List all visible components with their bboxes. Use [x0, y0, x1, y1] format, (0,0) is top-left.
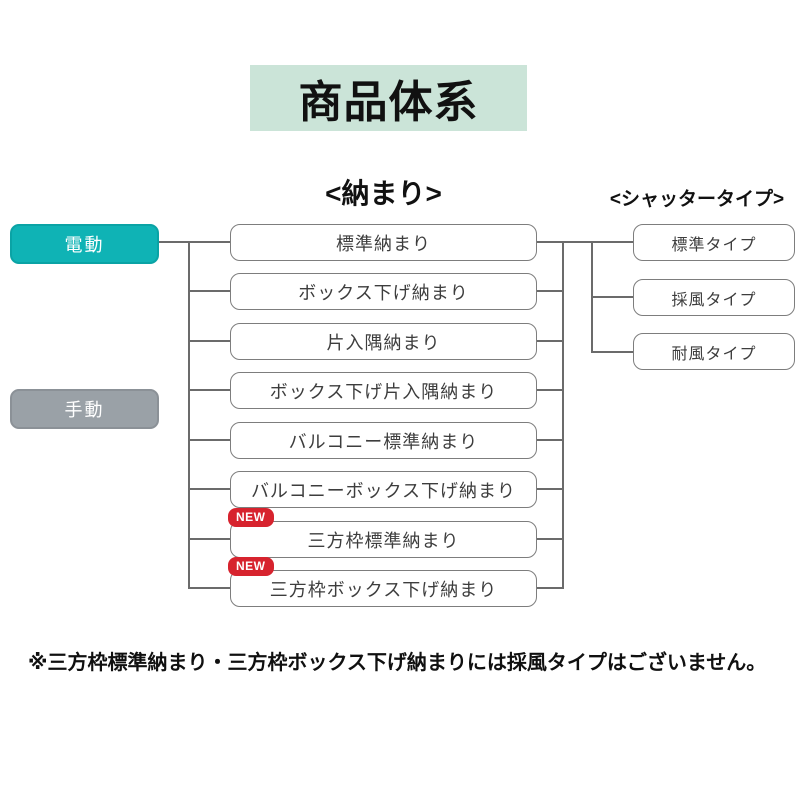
connector-line [188, 389, 230, 391]
node-installation-single-corner: 片入隅納まり [230, 323, 537, 360]
heading-shutter-type: <シャッタータイプ> [609, 189, 785, 210]
connector-line [591, 351, 633, 353]
connector-line [155, 241, 230, 243]
connector-line [537, 439, 564, 441]
connector-line [537, 241, 633, 243]
node-installation-box-lowered-single-corner: ボックス下げ片入隅納まり [230, 372, 537, 409]
connector-line [537, 290, 564, 292]
node-installation-three-side-frame-standard: NEW 三方枠標準納まり [228, 508, 537, 558]
connector-line [537, 587, 564, 589]
new-badge: NEW [228, 557, 274, 577]
footnote: ※三方枠標準納まり・三方枠ボックス下げ納まりには採風タイプはございません。 [28, 652, 767, 674]
connector-line [562, 241, 564, 589]
node-shutter-ventilation-type: 採風タイプ [633, 279, 795, 316]
node-label: 三方枠ボックス下げ納まり [269, 579, 498, 600]
node-manual: 手動 [10, 389, 159, 429]
connector-line [537, 538, 564, 540]
connector-line [188, 340, 230, 342]
node-installation-standard: 標準納まり [230, 224, 537, 261]
connector-line [537, 340, 564, 342]
connector-line [537, 389, 564, 391]
node-shutter-wind-resistant-type: 耐風タイプ [633, 333, 795, 370]
new-badge: NEW [228, 508, 274, 528]
connector-line [188, 488, 230, 490]
connector-line [591, 296, 633, 298]
node-label: 三方枠標準納まり [307, 530, 460, 551]
page-title: 商品体系 [250, 65, 527, 131]
heading-installation: <納まり> [325, 178, 442, 209]
node-installation-three-side-frame-box-lowered: NEW 三方枠ボックス下げ納まり [228, 557, 537, 607]
node-installation-balcony-box-lowered: バルコニーボックス下げ納まり [230, 471, 537, 508]
connector-line [188, 538, 230, 540]
connector-line [188, 439, 230, 441]
node-installation-box-lowered: ボックス下げ納まり [230, 273, 537, 310]
connector-line [188, 587, 230, 589]
node-installation-balcony-standard: バルコニー標準納まり [230, 422, 537, 459]
node-electric: 電動 [10, 224, 159, 264]
connector-line [537, 488, 564, 490]
connector-line [188, 290, 230, 292]
node-shutter-standard-type: 標準タイプ [633, 224, 795, 261]
connector-line [188, 241, 190, 589]
